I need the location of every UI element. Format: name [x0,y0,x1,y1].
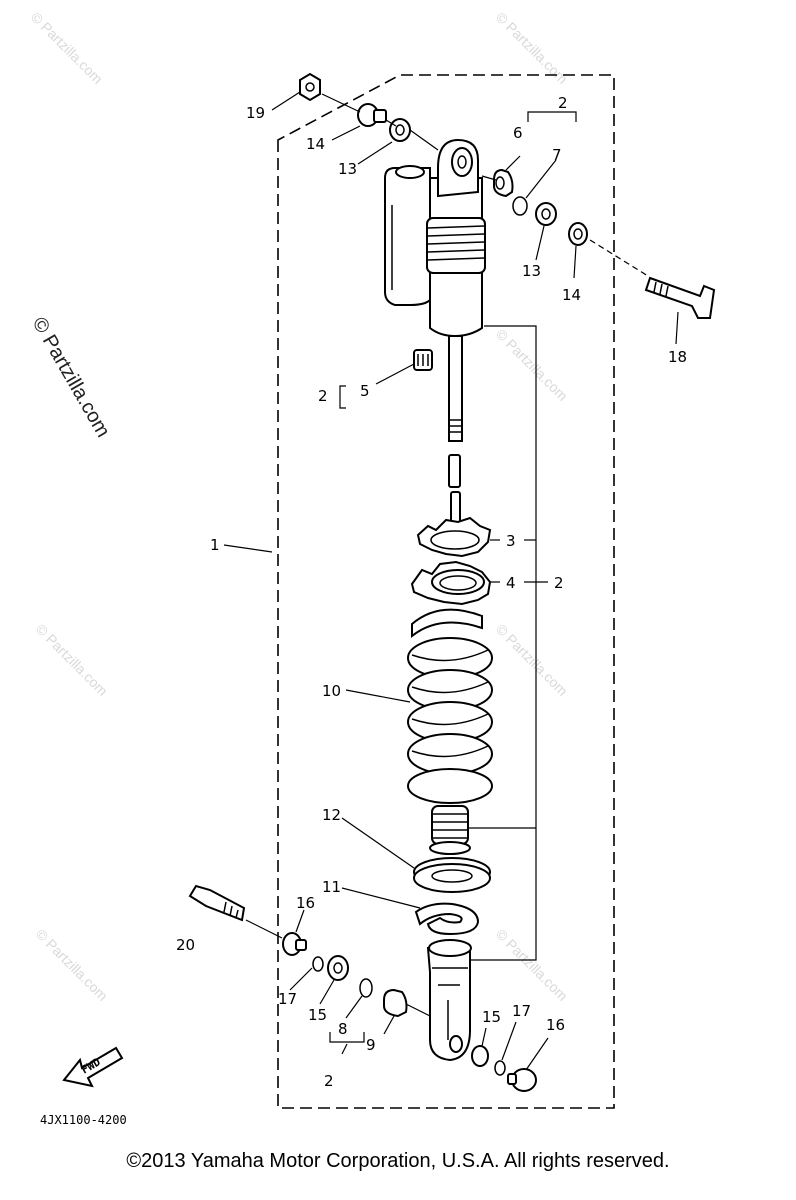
callout-17-left: 17 [278,990,297,1008]
part-20-bolt [188,884,246,922]
callout-11: 11 [322,878,341,896]
assembly-outline [277,74,615,1109]
bump-stop [429,805,471,855]
callout-15-right: 15 [482,1008,501,1026]
part-15-seal-right [471,1045,489,1067]
callout-16-left: 16 [296,894,315,912]
callout-8: 8 [338,1020,348,1038]
watermark-5: © Partzilla.com [493,621,571,699]
part-15-seal-left [327,955,349,981]
callout-15-left: 15 [308,1006,327,1024]
callout-13-top: 13 [338,160,357,178]
part-14-collar-right [568,222,588,246]
watermark-4: © Partzilla.com [33,621,111,699]
watermark-main: © Partzilla.com [28,314,114,442]
callout-2-top: 2 [558,94,568,112]
watermark-3: © Partzilla.com [493,326,571,404]
part-11-clip [414,902,480,936]
part-10-spring [407,608,493,804]
watermark-1: © Partzilla.com [28,9,106,87]
callout-14-top: 14 [306,135,325,153]
callout-19: 19 [246,104,265,122]
callout-3: 3 [506,532,516,550]
part-8-ring [359,978,373,998]
callout-9: 9 [366,1036,376,1054]
part-7-circlip [512,196,528,216]
callout-20: 20 [176,936,195,954]
callout-14-right: 14 [562,286,581,304]
lower-clevis [426,939,472,1062]
callout-5: 5 [360,382,370,400]
watermark-7: © Partzilla.com [493,926,571,1004]
part-18-bolt [644,276,716,319]
callout-17-right: 17 [512,1002,531,1020]
part-5-bushing [413,349,433,371]
callout-18: 18 [668,348,687,366]
watermark-6: © Partzilla.com [33,926,111,1004]
callouts: 19 14 13 2 6 7 13 14 18 2 5 1 3 4 2 10 1… [176,94,687,1090]
part-6-bearing [493,168,514,198]
part-9-bushing [383,988,408,1018]
part-16-collar-right [507,1068,537,1092]
callout-2-bottom: 2 [324,1072,334,1090]
fwd-arrow: FWD [62,1046,124,1088]
part-16-collar-left [282,932,307,956]
rod-pin [448,454,461,488]
part-17-ring-left [312,956,324,972]
part-13-seal-top [389,118,411,142]
part-14-collar-top [357,103,387,127]
copyright-notice: ©2013 Yamaha Motor Corporation, U.S.A. A… [126,1150,670,1172]
callout-13-right: 13 [522,262,541,280]
callout-16-right: 16 [546,1016,565,1034]
part-4-adjuster [410,560,492,606]
callout-2-right: 2 [554,574,564,592]
watermarks: © Partzilla.com © Partzilla.com © Partzi… [28,9,571,1004]
leader-lines [223,91,679,1071]
callout-2-mid: 2 [318,387,328,405]
callout-6: 6 [513,124,523,142]
callout-4: 4 [506,574,516,592]
callout-7: 7 [552,146,562,164]
callout-10: 10 [322,682,341,700]
part-17-ring-right [494,1060,506,1076]
part-13-seal-right [535,202,557,226]
part-19-nut [299,72,321,102]
diagram-code: 4JX1100-4200 [40,1113,127,1127]
part-12-spring-seat [413,857,491,893]
callout-12: 12 [322,806,341,824]
callout-1: 1 [210,536,220,554]
shock-body [384,138,486,442]
part-3-locknut [416,516,492,558]
